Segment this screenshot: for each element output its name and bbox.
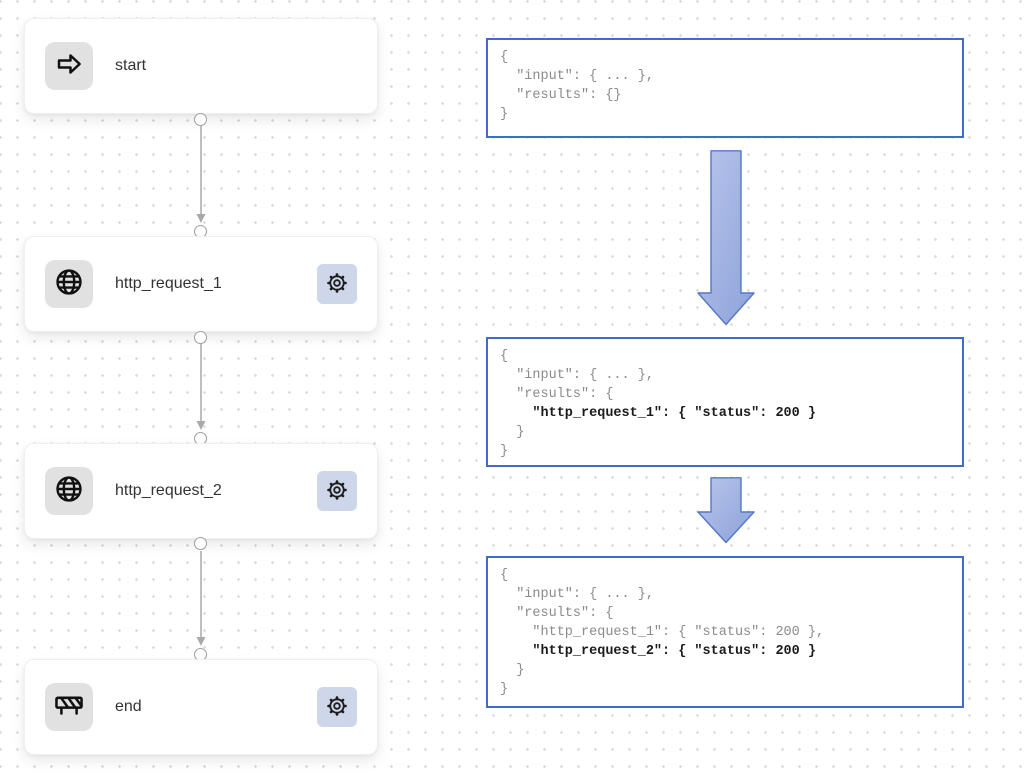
code-line: } [500, 444, 509, 459]
globe-icon [53, 473, 85, 510]
edge-http2-end [196, 551, 206, 646]
port-out-start[interactable] [194, 113, 207, 126]
code-line: { [500, 568, 509, 583]
edge-start-http1 [196, 126, 206, 223]
code-line: "input": { ... }, [500, 69, 654, 84]
code-line: } [500, 663, 525, 678]
globe-icon [53, 266, 85, 303]
node-label: http_request_2 [115, 482, 222, 499]
node-end[interactable]: end [24, 659, 378, 755]
code-line: } [500, 107, 509, 122]
node-label: start [115, 57, 147, 74]
settings-button[interactable] [317, 687, 357, 727]
gear-icon [324, 477, 350, 506]
port-out-http1[interactable] [194, 331, 207, 344]
code-line: "results": {} [500, 88, 622, 103]
node-label: end [115, 698, 142, 715]
node-label: http_request_1 [115, 275, 222, 292]
gear-icon [324, 270, 350, 299]
settings-button[interactable] [317, 264, 357, 304]
node-icon-tile [45, 260, 93, 308]
gear-icon [324, 693, 350, 722]
code-line: } [500, 425, 525, 440]
code-line: { [500, 349, 509, 364]
settings-button[interactable] [317, 471, 357, 511]
down-arrow-icon [697, 150, 755, 326]
code-line: "input": { ... }, [500, 587, 654, 602]
state-block-after-http2: { "input": { ... }, "results": { "http_r… [486, 556, 964, 708]
code-line: { [500, 50, 509, 65]
barrier-icon [53, 689, 85, 726]
code-line-highlighted: "http_request_2": { "status": 200 } [500, 644, 816, 659]
node-http-request-1[interactable]: http_request_1 [24, 236, 378, 332]
node-icon-tile [45, 467, 93, 515]
arrow-right-icon [54, 49, 84, 84]
down-arrow-icon [697, 477, 755, 544]
state-block-after-http1: { "input": { ... }, "results": { "http_r… [486, 337, 964, 467]
code-line: "results": { [500, 387, 614, 402]
edge-http1-http2 [196, 344, 206, 430]
code-line: } [500, 682, 509, 697]
code-line: "http_request_1": { "status": 200 }, [500, 625, 825, 640]
node-start[interactable]: start [24, 18, 378, 114]
code-line: "input": { ... }, [500, 368, 654, 383]
node-http-request-2[interactable]: http_request_2 [24, 443, 378, 539]
node-icon-tile [45, 42, 93, 90]
port-out-http2[interactable] [194, 537, 207, 550]
state-block-initial: { "input": { ... }, "results": {} } [486, 38, 964, 138]
code-line-highlighted: "http_request_1": { "status": 200 } [500, 406, 816, 421]
node-icon-tile [45, 683, 93, 731]
code-line: "results": { [500, 606, 614, 621]
